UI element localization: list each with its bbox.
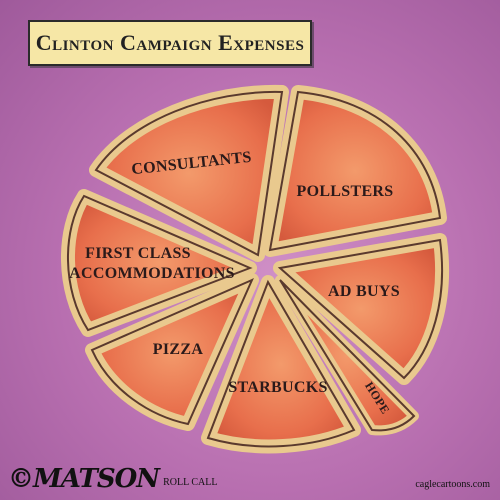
cartoon-title: Clinton Campaign Expenses: [35, 30, 305, 55]
slice-label-pizza: PIZZA: [153, 341, 204, 358]
slice-hope: HOPE: [275, 275, 419, 436]
slice-label-accommodations: ACCOMMODATIONS: [69, 265, 235, 282]
slice-label-first-class: FIRST CLASS: [85, 245, 191, 262]
slice-label-starbucks: STARBUCKS: [228, 379, 327, 396]
slice-first-class-accommodations: FIRST CLASS ACCOMMODATIONS: [60, 189, 257, 337]
artist-signature: ©MATSON: [8, 464, 160, 494]
slice-pollsters: POLLSTERS: [263, 85, 447, 257]
slice-starbucks: STARBUCKS: [201, 275, 361, 454]
artist-credit: ©MATSON ROLL CALL: [8, 466, 217, 492]
slice-label-ad-buys: AD BUYS: [328, 283, 400, 300]
website-credit: caglecartoons.com: [415, 479, 490, 490]
slice-ad-buys: AD BUYS: [273, 233, 450, 385]
slice-consultants: CONSULTANTS: [89, 84, 289, 262]
slice-label-pollsters: POLLSTERS: [297, 183, 394, 200]
slice-pizza: PIZZA: [85, 273, 259, 431]
title-banner: Clinton Campaign Expenses: [28, 20, 312, 66]
publication-credit: ROLL CALL: [163, 477, 218, 488]
